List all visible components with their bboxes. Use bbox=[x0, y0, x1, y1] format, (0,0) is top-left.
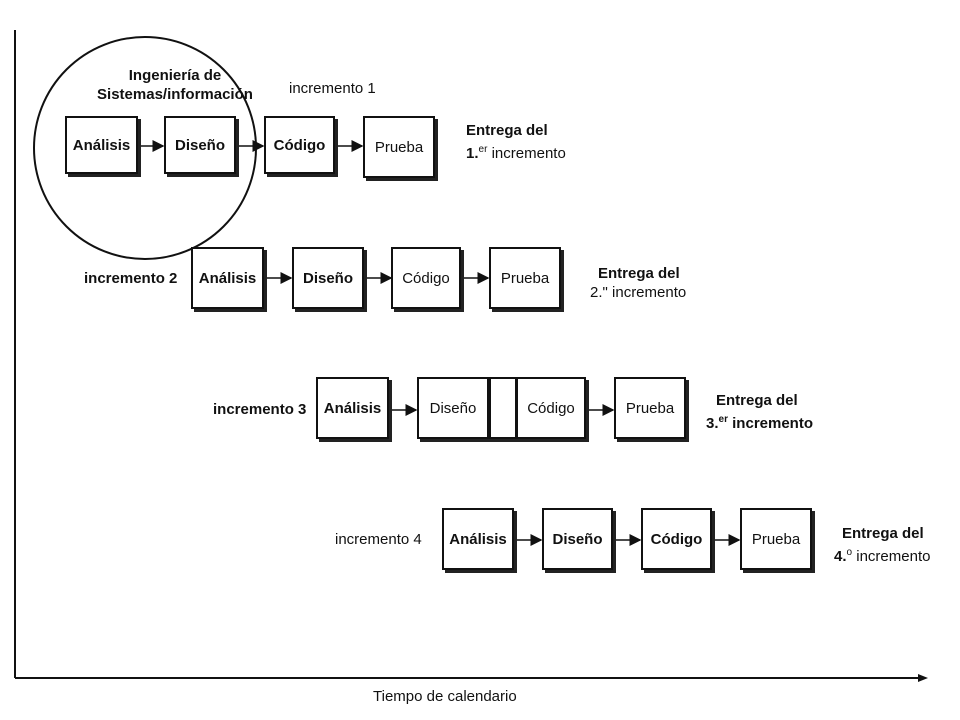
increment-4-step-design: Diseño bbox=[542, 508, 613, 570]
increment-1-delivery-number: 1. bbox=[466, 145, 479, 162]
increment-2-step-test: Prueba bbox=[489, 247, 561, 309]
increment-3-delivery-number: 3. bbox=[706, 415, 719, 432]
increment-2-delivery-word: incremento bbox=[612, 284, 687, 301]
increment-3-step-design: Diseño bbox=[417, 377, 489, 439]
increment-1-delivery-title: Entrega del bbox=[466, 122, 548, 139]
increment-3-delivery-title: Entrega del bbox=[716, 392, 798, 409]
increment-2-delivery-number: 2. bbox=[590, 284, 603, 301]
increment-1-delivery-word: incremento bbox=[491, 145, 566, 162]
increment-4-delivery-word: incremento bbox=[856, 548, 931, 565]
increment-1-step-analysis: Análisis bbox=[65, 116, 138, 174]
increment-2-delivery-title: Entrega del bbox=[598, 265, 680, 282]
increment-4-label: incremento 4 bbox=[335, 531, 422, 548]
increment-4-delivery-number: 4. bbox=[834, 548, 847, 565]
increment-3-delivery-subtitle: 3.er incremento bbox=[706, 410, 813, 433]
increment-1-label: incremento 1 bbox=[289, 80, 376, 97]
increment-3-overlap-block bbox=[489, 377, 517, 439]
increment-1-delivery-subtitle: 1.er incremento bbox=[466, 140, 566, 163]
increment-4-delivery: Entrega del 4.o incremento bbox=[834, 524, 930, 566]
increment-2-delivery: Entrega del 2." incremento bbox=[590, 264, 686, 302]
increment-1-step-code: Código bbox=[264, 116, 335, 174]
system-engineering-title: Ingeniería de Sistemas/información bbox=[80, 66, 270, 104]
increment-3-step-test: Prueba bbox=[614, 377, 686, 439]
increment-3-step-analysis: Análisis bbox=[316, 377, 389, 439]
increment-4-step-test: Prueba bbox=[740, 508, 812, 570]
increment-2-delivery-ordinal: " bbox=[602, 284, 608, 301]
increment-4-step-analysis: Análisis bbox=[442, 508, 514, 570]
increment-2-step-design: Diseño bbox=[292, 247, 364, 309]
increment-1-step-design: Diseño bbox=[164, 116, 236, 174]
increment-3-label: incremento 3 bbox=[213, 401, 307, 418]
increment-1-delivery: Entrega del 1.er incremento bbox=[466, 121, 566, 163]
time-axis-arrowhead bbox=[918, 674, 928, 682]
increment-3-delivery-ordinal: er bbox=[718, 414, 728, 425]
increment-4-delivery-subtitle: 4.o incremento bbox=[834, 543, 930, 566]
increment-2-label: incremento 2 bbox=[84, 270, 178, 287]
increment-4-delivery-title: Entrega del bbox=[842, 525, 924, 542]
increment-3-step-code: Código bbox=[516, 377, 586, 439]
increment-4-delivery-ordinal: o bbox=[846, 547, 853, 558]
increment-1-delivery-ordinal: er bbox=[478, 144, 488, 155]
increment-1-step-test: Prueba bbox=[363, 116, 435, 178]
increment-4-step-code: Código bbox=[641, 508, 712, 570]
increment-2-step-analysis: Análisis bbox=[191, 247, 264, 309]
increment-2-delivery-subtitle: 2." incremento bbox=[590, 283, 686, 302]
increment-2-step-code: Código bbox=[391, 247, 461, 309]
increment-3-delivery: Entrega del 3.er incremento bbox=[706, 391, 813, 433]
time-axis-label: Tiempo de calendario bbox=[373, 688, 517, 705]
increment-3-delivery-word: incremento bbox=[732, 415, 813, 432]
system-engineering-title-line1: Ingeniería de bbox=[128, 67, 222, 84]
system-engineering-title-line2: Sistemas/información bbox=[97, 86, 253, 103]
